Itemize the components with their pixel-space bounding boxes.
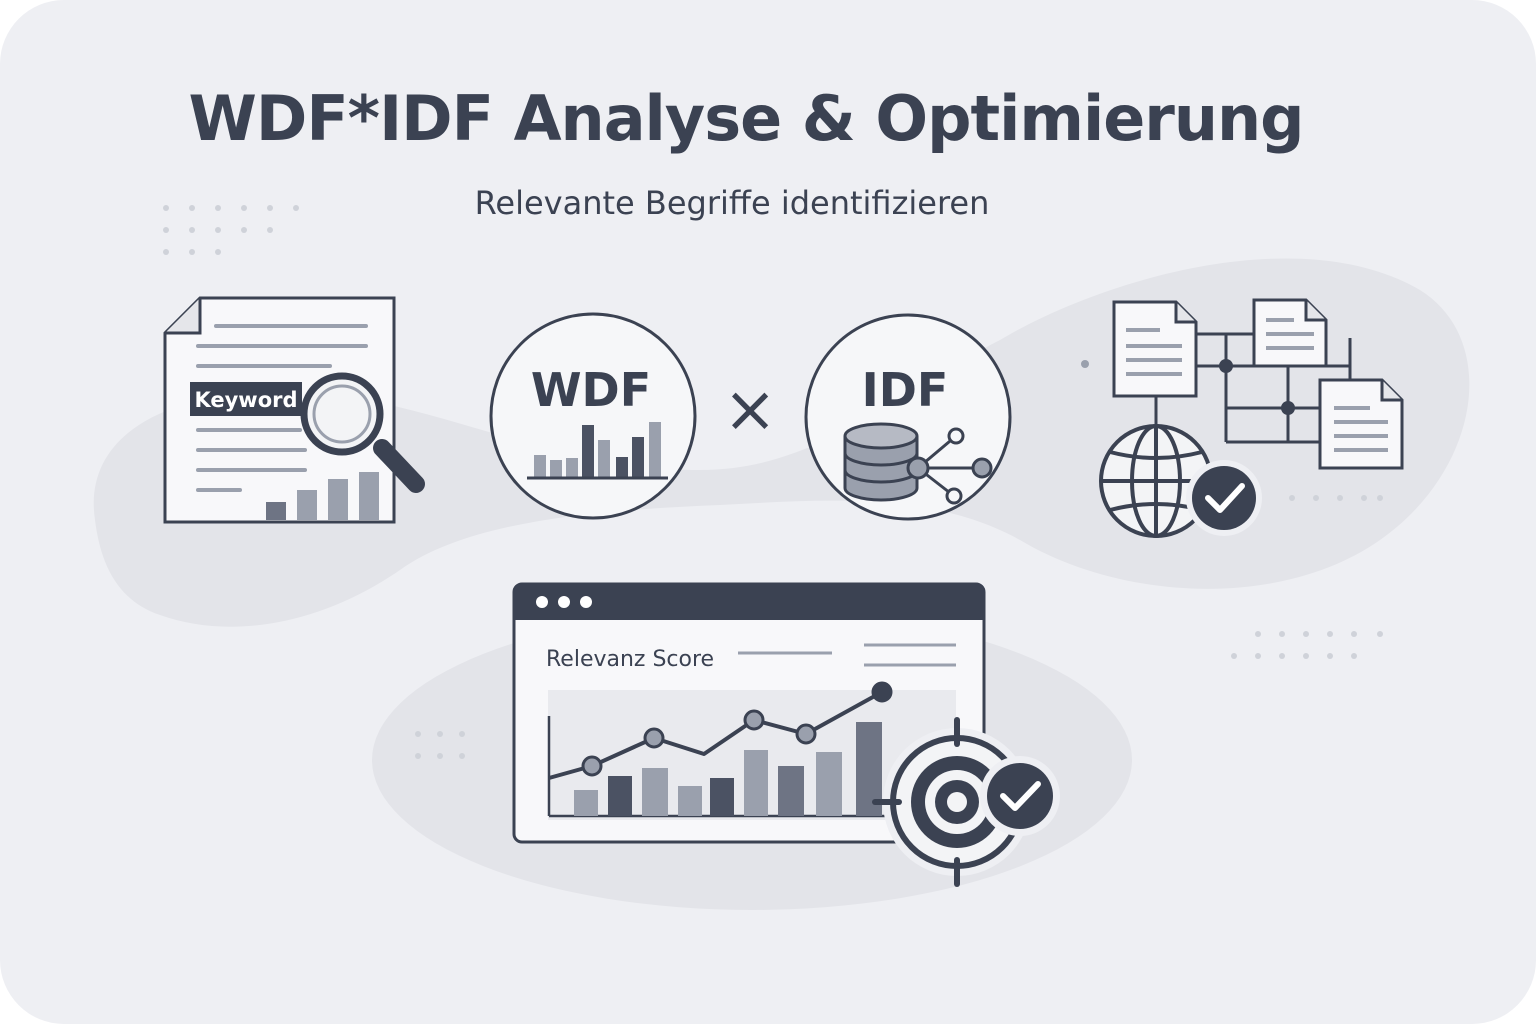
file-icon [1252, 298, 1328, 368]
document-network-group [1099, 298, 1404, 538]
check-badge-icon [1186, 460, 1262, 536]
score-bars [574, 722, 882, 816]
browser-title-bar [514, 584, 984, 620]
dot-pattern-top-left [163, 205, 299, 255]
score-trend-line [548, 681, 893, 780]
page-subtitle: Relevante Begriffe identifizieren [474, 184, 990, 222]
dot-pattern-right [1231, 495, 1383, 659]
file-icon [1318, 378, 1404, 470]
database-icon [843, 422, 919, 502]
keyword-highlight [190, 382, 302, 416]
score-window-group: Relevanz Score [512, 582, 1060, 887]
network-nodes-icon [906, 427, 993, 505]
relevanz-score-label: Relevanz Score [546, 647, 714, 672]
network-node [1281, 401, 1295, 415]
keyword-document-group: Keyword [163, 296, 425, 524]
target-icon [872, 717, 1031, 887]
multiply-operator: × [723, 373, 777, 447]
window-header-lines [738, 643, 956, 667]
wdf-label: WDF [531, 363, 651, 417]
target-check-badge-icon [980, 756, 1060, 836]
decor-dot [1081, 360, 1089, 368]
network-node [1219, 359, 1233, 373]
file-icon [1112, 300, 1198, 398]
document-text-lines [196, 324, 368, 492]
wdf-circle-group: WDF [489, 312, 697, 520]
document-mini-bars [266, 472, 379, 520]
keyword-label: Keyword [194, 388, 297, 412]
magnifier-icon [300, 372, 425, 493]
window-control-dots [536, 596, 592, 608]
idf-circle-group: IDF [804, 313, 1012, 521]
wdf-bar-chart-icon [527, 422, 668, 480]
page-title: WDF*IDF Analyse & Optimierung [188, 82, 1304, 155]
idf-label: IDF [862, 363, 949, 417]
dot-pattern-bottom-left [415, 731, 465, 759]
